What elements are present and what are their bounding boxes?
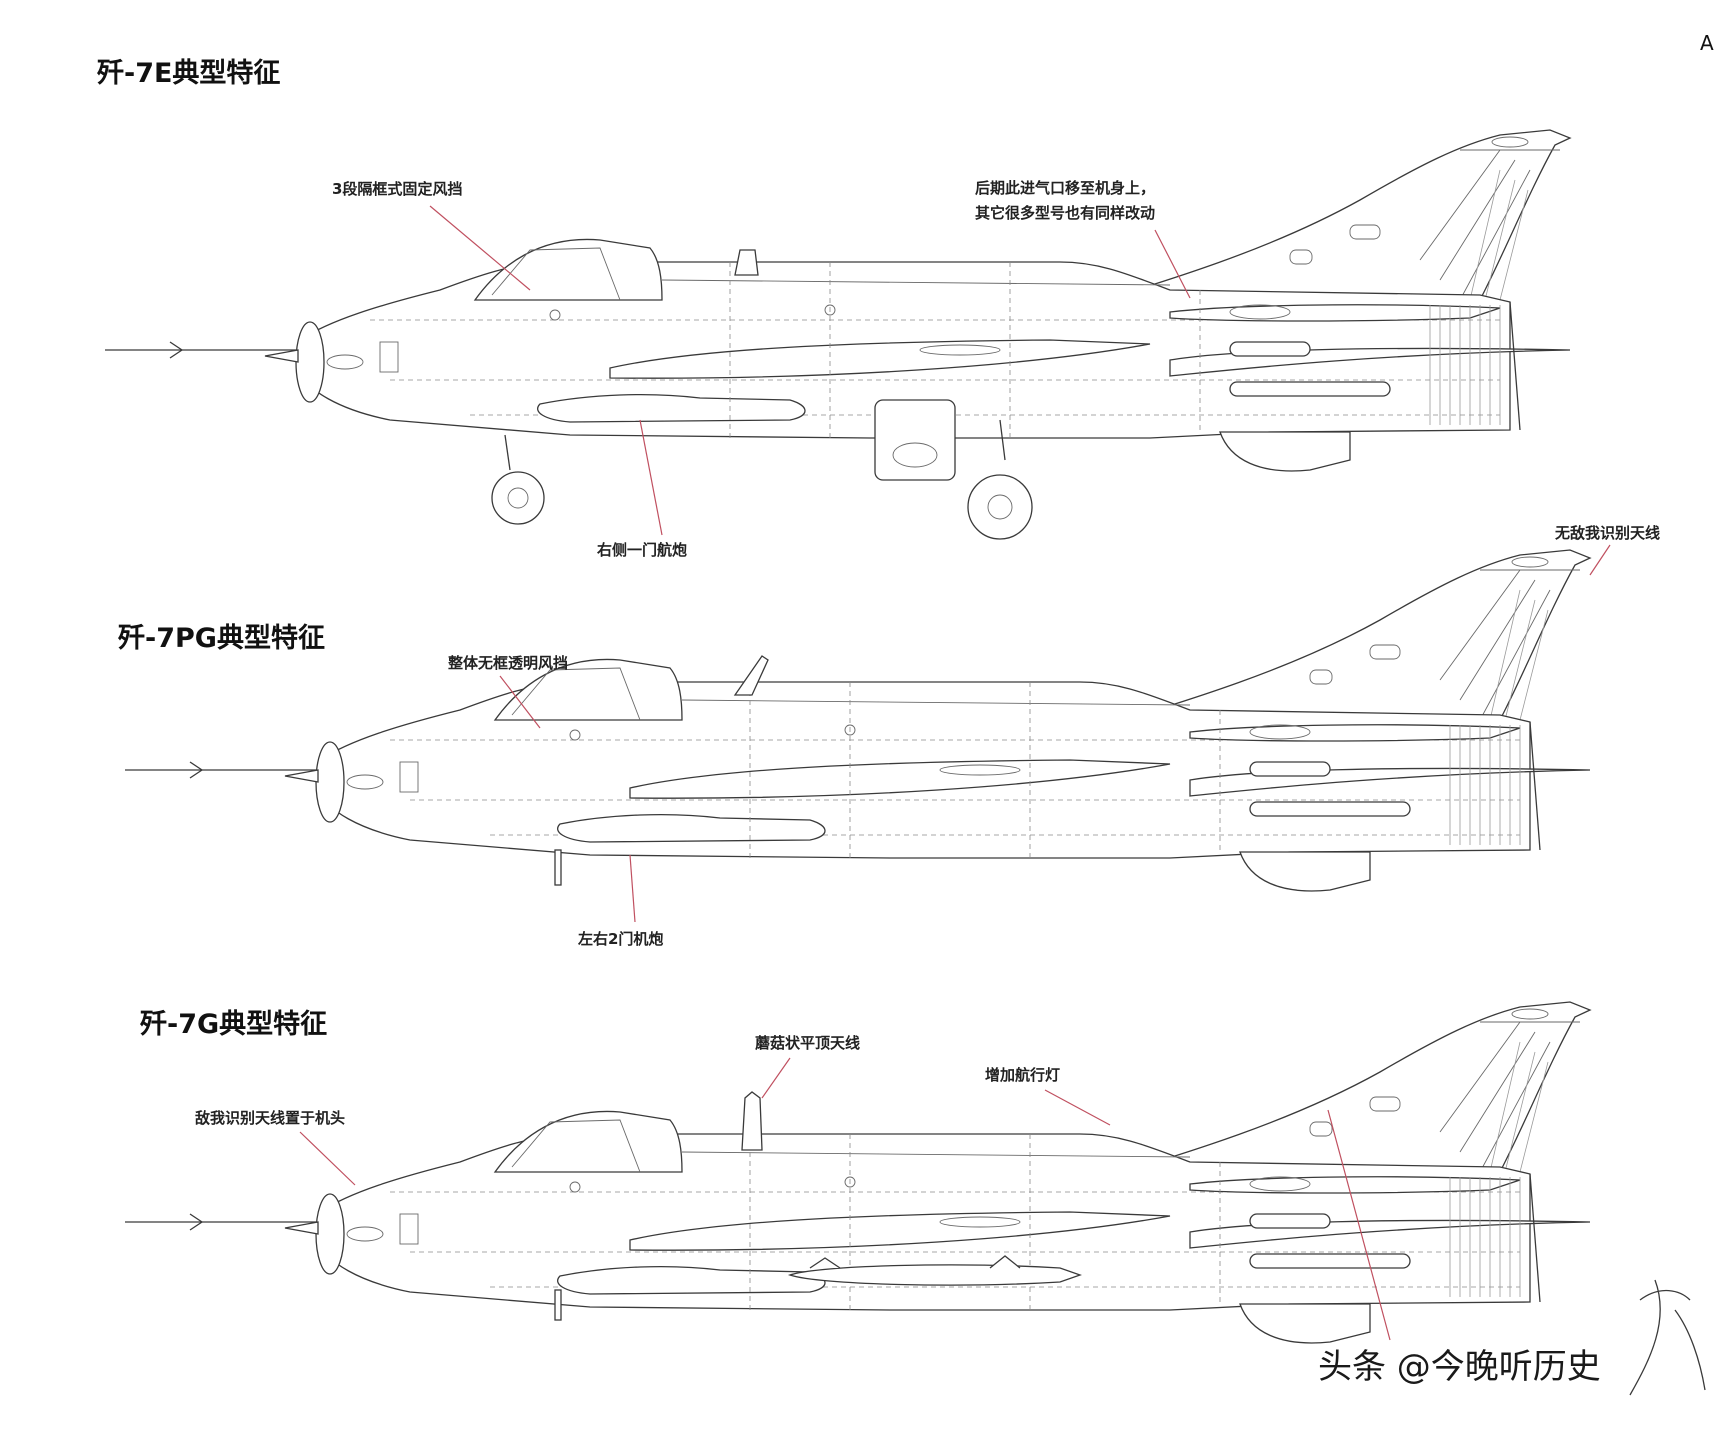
leader-line	[629, 854, 636, 923]
section-title: 歼-7PG典型特征	[118, 623, 325, 654]
leader-line	[1154, 229, 1191, 299]
j7pg-airframe	[124, 549, 1591, 892]
callout-no-iff: 无敌我识别天线	[1554, 524, 1660, 542]
callout-nav-light: 增加航行灯	[985, 1066, 1060, 1084]
section-j7g: 歼-7G典型特征 蘑菇状平顶天线 增加航行灯 敌我识别天线置于机头	[124, 1001, 1591, 1344]
section-title: 歼-7G典型特征	[140, 1009, 327, 1040]
leader-line	[499, 675, 541, 729]
ventral-probe	[554, 849, 562, 886]
leader-line	[299, 1131, 356, 1186]
section-title: 歼-7E典型特征	[97, 58, 280, 89]
callout-frameless-windscreen: 整体无框透明风挡	[448, 654, 568, 672]
dorsal-antenna	[734, 249, 759, 276]
j7e-airframe	[104, 129, 1571, 472]
callout-cannon: 右侧一门航炮	[597, 541, 687, 559]
nose-gear	[491, 434, 545, 525]
main-gear	[967, 419, 1033, 540]
signature-mark	[1629, 1279, 1706, 1396]
leader-line	[429, 205, 531, 291]
leader-line	[1044, 1089, 1111, 1126]
callout-two-cannons: 左右2门机炮	[577, 930, 663, 948]
callout-intake-line2: 其它很多型号也有同样改动	[975, 204, 1155, 222]
section-j7pg: 歼-7PG典型特征 无敌我识别天线 整体无框透明风挡 左右2门机炮	[118, 524, 1660, 948]
leader-line	[639, 419, 663, 536]
callout-windscreen: 3段隔框式固定风挡	[332, 180, 462, 198]
leader-line	[1589, 544, 1611, 576]
j7g-airframe	[124, 1001, 1591, 1344]
callout-iff-nose: 敌我识别天线置于机头	[195, 1109, 345, 1127]
gun-bay-cutaway	[874, 399, 956, 481]
callout-mushroom-antenna: 蘑菇状平顶天线	[755, 1034, 860, 1052]
leader-line	[761, 1057, 791, 1099]
corner-mark: A	[1700, 31, 1714, 55]
dorsal-antenna	[733, 655, 769, 696]
watermark: 头条 @今晚听历史	[1318, 1347, 1601, 1387]
missile	[787, 1264, 1082, 1286]
section-j7e: 歼-7E典型特征 3段隔框式固定风挡 后期此进气口移至机身上， 其它很多型号也有…	[97, 58, 1571, 559]
callout-intake-line1: 后期此进气口移至机身上，	[975, 179, 1155, 197]
ventral-probe	[554, 1289, 562, 1321]
leader-line	[1327, 1109, 1391, 1341]
mushroom-antenna	[741, 1091, 763, 1151]
